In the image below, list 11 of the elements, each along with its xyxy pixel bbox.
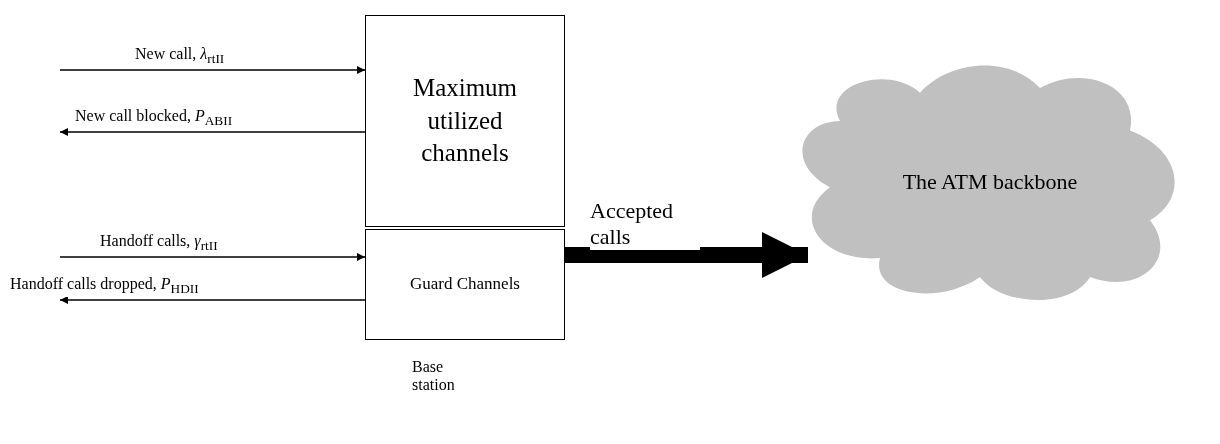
node-text: Maximum utilized channels xyxy=(411,73,519,169)
process-box xyxy=(365,15,565,227)
arrow xyxy=(59,66,366,74)
arrow xyxy=(59,296,366,304)
arrow xyxy=(59,253,366,261)
node-text: Guard Channels xyxy=(409,273,521,296)
edge-label: Handoff calls dropped, P$_{HDII}$ xyxy=(10,275,199,298)
thick-arrow xyxy=(565,232,808,278)
process-box xyxy=(365,229,565,340)
node-text: The ATM backbone xyxy=(901,168,1079,197)
arrow xyxy=(59,128,366,136)
